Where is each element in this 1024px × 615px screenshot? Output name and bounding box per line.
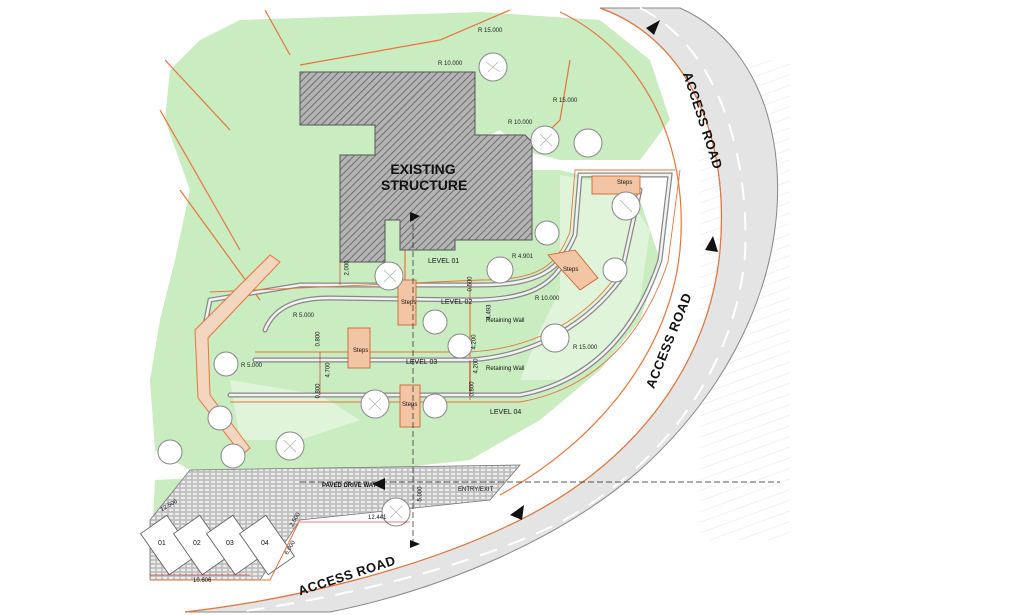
level-01-label: LEVEL 01	[428, 258, 460, 265]
radius-label-3: R 15.000	[553, 98, 578, 104]
dim-label-6: 4.200	[473, 358, 480, 374]
steps-label-4: Steps	[617, 180, 633, 186]
structure-label-line-1: EXISTING	[390, 161, 456, 177]
dim-label-2: 0.500	[467, 276, 474, 292]
dim-label-1: 2.000	[344, 260, 351, 276]
dim-label-5: 4.200	[471, 334, 478, 350]
parking-bay-01: 01	[158, 540, 166, 547]
dim-label-10: 12.441	[368, 515, 387, 521]
parking-bay-04: 04	[261, 540, 269, 547]
entry-exit-label: ENTRY/EXIT	[458, 487, 494, 493]
radius-label-8: R 5.000	[293, 313, 315, 319]
existing-structure	[299, 71, 533, 263]
level-04-label: LEVEL 04	[490, 409, 522, 416]
radius-label-1: R 15.000	[478, 28, 503, 34]
level-02-label: LEVEL 02	[441, 299, 473, 306]
radius-label-4: R 10.000	[508, 120, 533, 126]
radius-label-6: R 10.000	[535, 296, 560, 302]
radius-label-7: R 15.000	[573, 345, 598, 351]
retaining-wall-label-1: Retaining Wall	[486, 318, 525, 324]
section-line	[300, 215, 780, 545]
level-03-label: LEVEL 03	[406, 359, 438, 366]
structure-label-line-2: STRUCTURE	[381, 177, 468, 193]
radius-label-9: R 5.000	[241, 363, 263, 369]
parking-area	[139, 464, 521, 581]
steps-label-5: Steps	[563, 267, 579, 273]
dim-label-7: 0.800	[315, 383, 322, 399]
steps-label-3: Steps	[402, 402, 418, 408]
steps-label-2: Steps	[353, 348, 369, 354]
dim-label-3: 4.493	[486, 304, 493, 320]
dim-label-4: 0.800	[315, 331, 322, 347]
dim-label-12: 10.606	[193, 578, 212, 584]
radius-label-5: R 4.901	[512, 254, 534, 260]
dim-label-8: 0.800	[469, 381, 476, 397]
steps-label-1: Steps	[401, 300, 417, 306]
dim-label-13: 5.000	[417, 486, 424, 502]
retaining-wall-label-2: Retaining Wall	[486, 366, 525, 372]
parking-bay-03: 03	[226, 540, 234, 547]
road-direction-arrows	[372, 20, 718, 548]
tree-canopy-strokes	[283, 61, 633, 519]
step-blocks	[347, 175, 641, 428]
radius-label-2: R 10.000	[438, 61, 463, 67]
paved-drive-label: PAVED DRIVE WAY	[322, 483, 377, 489]
parking-bay-02: 02	[193, 540, 201, 547]
dim-label-9: 4.700	[325, 362, 332, 378]
trees	[157, 52, 641, 527]
dimension-ticks	[150, 262, 471, 576]
